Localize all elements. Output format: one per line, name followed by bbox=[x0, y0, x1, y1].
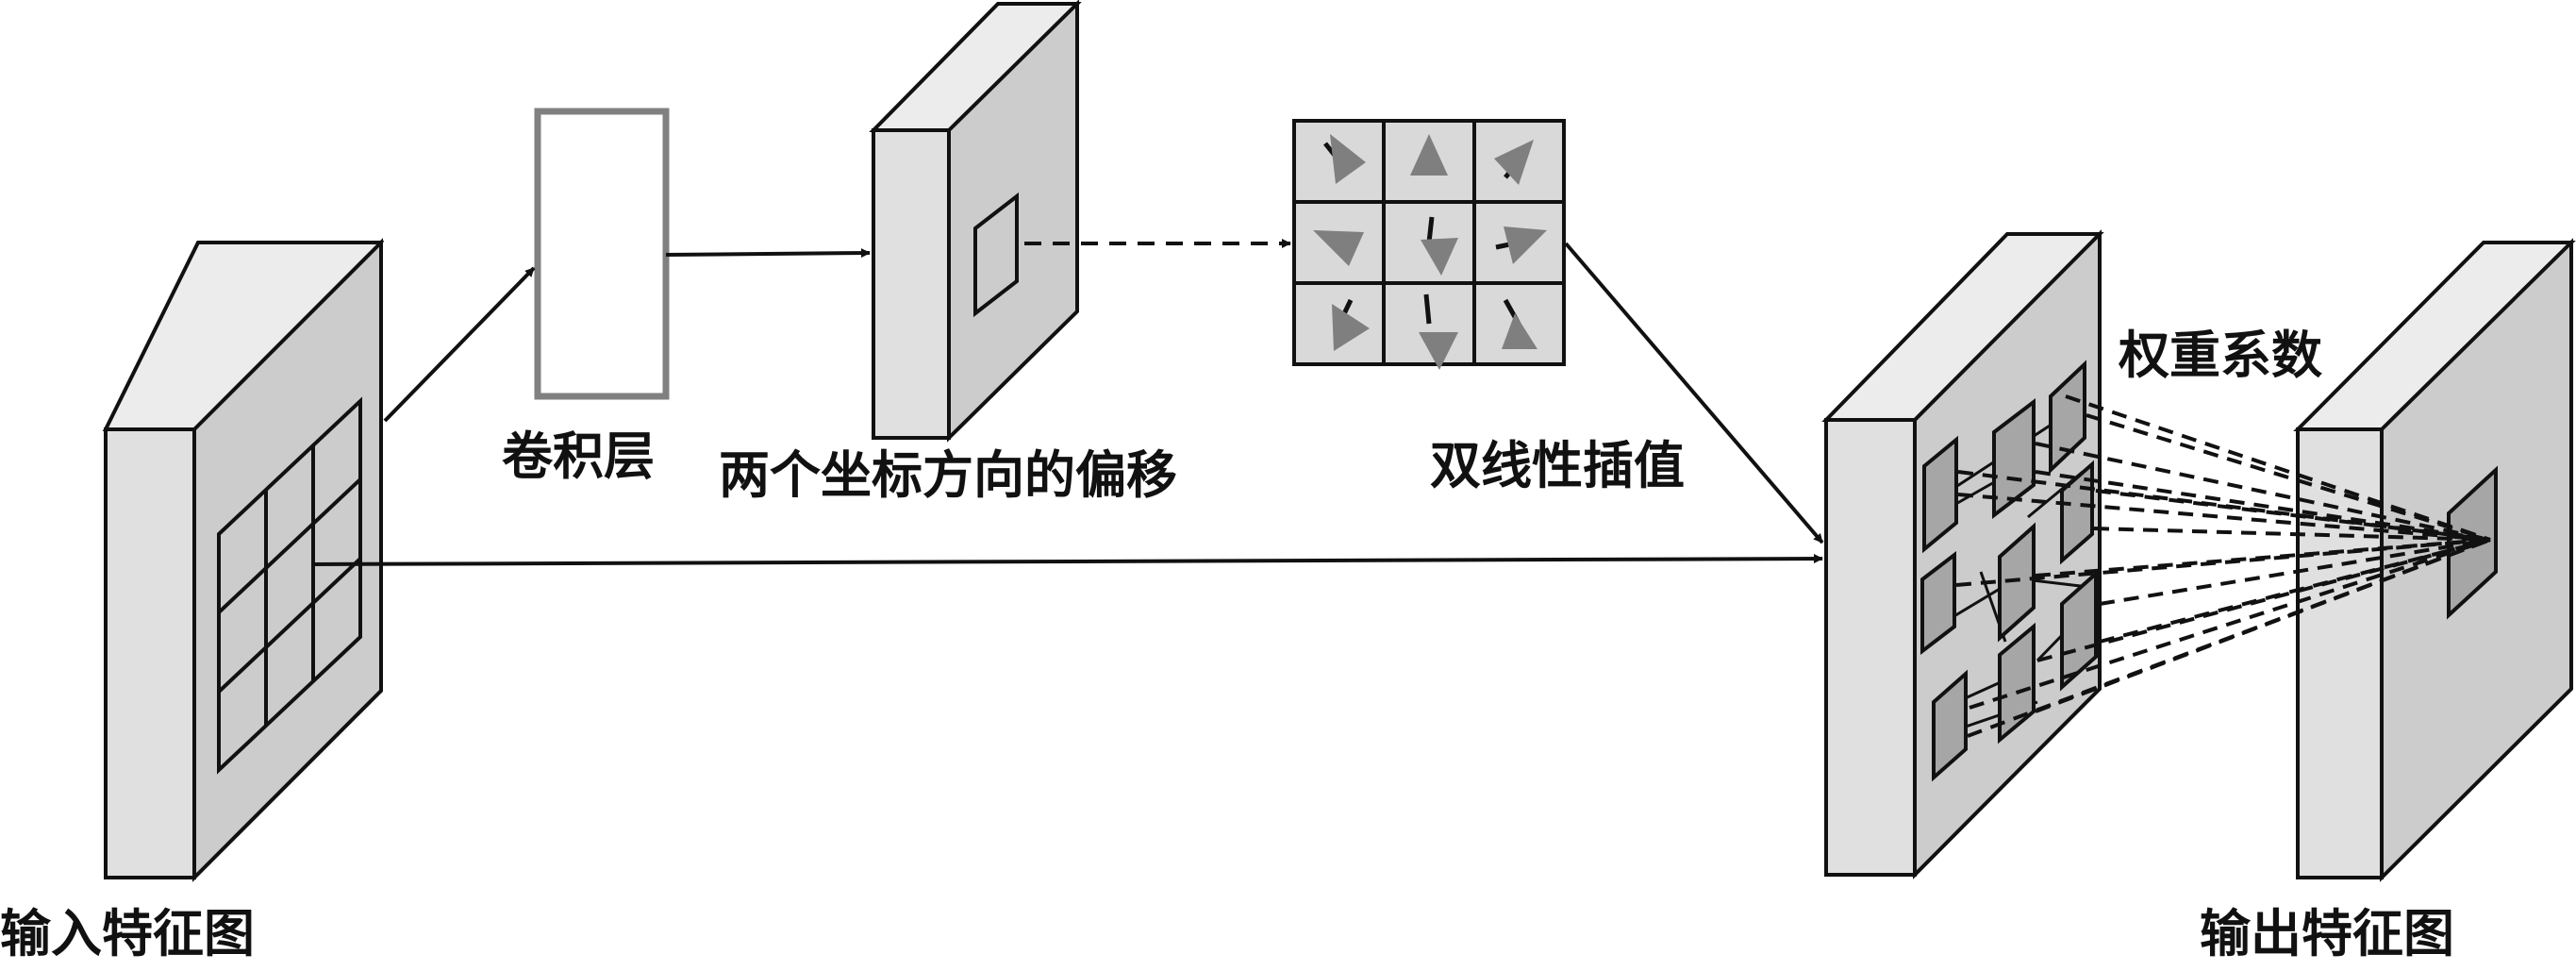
weight-coefficients-label: 权重系数 bbox=[2118, 325, 2322, 385]
offset-arrow-icon bbox=[1419, 293, 1458, 370]
bilinear-interpolation-label: 双线性插值 bbox=[1430, 435, 1685, 495]
flow-arrows bbox=[310, 239, 1824, 566]
labels: 输入特征图 卷积层 两个坐标方向的偏移 双线性插值 权重系数 输出特征图 bbox=[0, 325, 2454, 963]
output-feature-map-label: 输出特征图 bbox=[2200, 903, 2454, 963]
output-feature-map bbox=[2293, 238, 2576, 882]
offset-arrow-icon bbox=[1313, 230, 1364, 266]
offset-feature-map bbox=[869, 0, 1082, 443]
offset-arrow-icon bbox=[1421, 216, 1458, 276]
output-map-front-face bbox=[2296, 427, 2384, 879]
offset-arrow-icon bbox=[1332, 298, 1370, 351]
input-map-front-face bbox=[104, 427, 196, 879]
conv-to-offset-arrow bbox=[665, 248, 871, 259]
offset-arrow-icon bbox=[1410, 134, 1448, 176]
offset-arrow-icon bbox=[1502, 298, 1537, 349]
weight-lines bbox=[1955, 394, 2491, 738]
sample-patch bbox=[1998, 522, 2036, 643]
sample-patch bbox=[1998, 622, 2036, 745]
sample-patch bbox=[1992, 397, 2036, 520]
input-feature-map bbox=[102, 238, 385, 882]
sample-patch bbox=[2049, 360, 2086, 475]
sample-patch bbox=[2060, 569, 2098, 692]
sample-patch bbox=[1932, 669, 1968, 782]
conv-layer-box bbox=[534, 108, 670, 400]
grid-to-sampling-arrow bbox=[1564, 242, 1824, 544]
offset-map-front-face bbox=[872, 128, 951, 440]
sampling-feature-map bbox=[1821, 229, 2104, 879]
offset-window bbox=[973, 192, 1019, 318]
offset-grid bbox=[1292, 119, 1566, 370]
offset-arrow-icon bbox=[1495, 226, 1547, 264]
sampling-map-front-face bbox=[1824, 418, 1917, 877]
sample-patch bbox=[1922, 435, 1958, 554]
offset-arrow-icon bbox=[1323, 134, 1366, 184]
conv-layer-label: 卷积层 bbox=[502, 426, 655, 486]
input-kernel-grid bbox=[217, 396, 362, 775]
sample-patch bbox=[1920, 550, 1956, 656]
sample-patches bbox=[1920, 360, 2098, 782]
offsets-label: 两个坐标方向的偏移 bbox=[719, 444, 1177, 505]
input-to-sampling-arrow bbox=[310, 554, 1823, 566]
input-to-conv-arrow bbox=[383, 266, 536, 423]
input-feature-map-label: 输入特征图 bbox=[0, 903, 255, 963]
offset-arrows bbox=[1313, 134, 1547, 370]
offset-arrow-icon bbox=[1494, 140, 1534, 185]
